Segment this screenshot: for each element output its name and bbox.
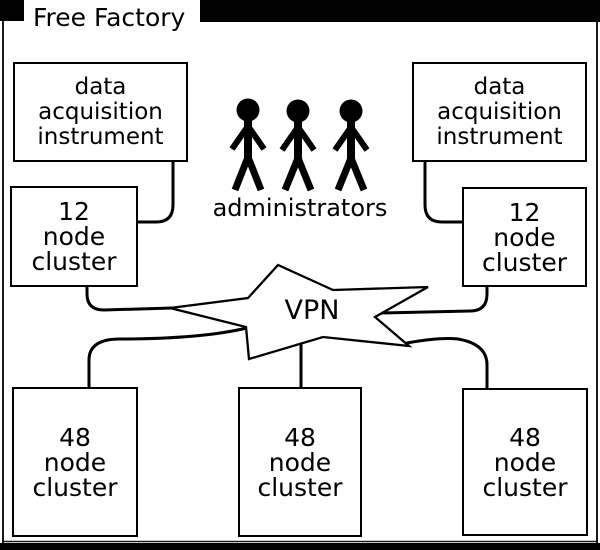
- node-label: 48 node cluster: [32, 422, 118, 502]
- node-label: 12 node cluster: [31, 197, 117, 276]
- administrator-figures: [229, 98, 370, 192]
- connector-daq-left-to-cluster12-left: [136, 160, 175, 224]
- vpn-star-shape: [169, 263, 429, 361]
- node-label: 48 node cluster: [482, 422, 568, 502]
- administrators-label: administrators: [212, 194, 388, 222]
- administrator-figure: [332, 99, 370, 192]
- top-bar-left-segment: [0, 0, 24, 21]
- connectors: [85, 160, 489, 390]
- administrator-figure: [229, 98, 267, 192]
- node-12-node-cluster-right: 12 node cluster: [462, 187, 587, 287]
- node-48-node-cluster-right: 48 node cluster: [462, 388, 588, 536]
- node-48-node-cluster-left: 48 node cluster: [12, 387, 138, 537]
- connector-vpn-to-cluster48-right: [405, 337, 489, 390]
- top-bar-right-segment: [200, 0, 600, 22]
- node-label: data acquisition instrument: [37, 73, 164, 150]
- node-daq-instrument-left: data acquisition instrument: [13, 62, 188, 162]
- administrator-figure: [279, 99, 317, 192]
- bottom-bar: [0, 543, 600, 550]
- diagram-title: Free Factory: [33, 3, 186, 32]
- node-48-node-cluster-middle: 48 node cluster: [238, 387, 362, 537]
- connector-cluster12-left-to-vpn: [85, 285, 174, 312]
- node-12-node-cluster-left: 12 node cluster: [10, 186, 138, 287]
- connector-daq-right-to-cluster12-right: [423, 160, 464, 224]
- node-label: 12 node cluster: [481, 197, 568, 277]
- node-label: data acquisition instrument: [436, 73, 563, 150]
- vpn-label: VPN: [284, 295, 340, 326]
- connector-cluster12-right-to-vpn: [380, 285, 489, 315]
- connector-vpn-to-cluster48-left: [87, 326, 249, 389]
- node-daq-instrument-right: data acquisition instrument: [412, 62, 587, 162]
- node-label: 48 node cluster: [257, 422, 343, 502]
